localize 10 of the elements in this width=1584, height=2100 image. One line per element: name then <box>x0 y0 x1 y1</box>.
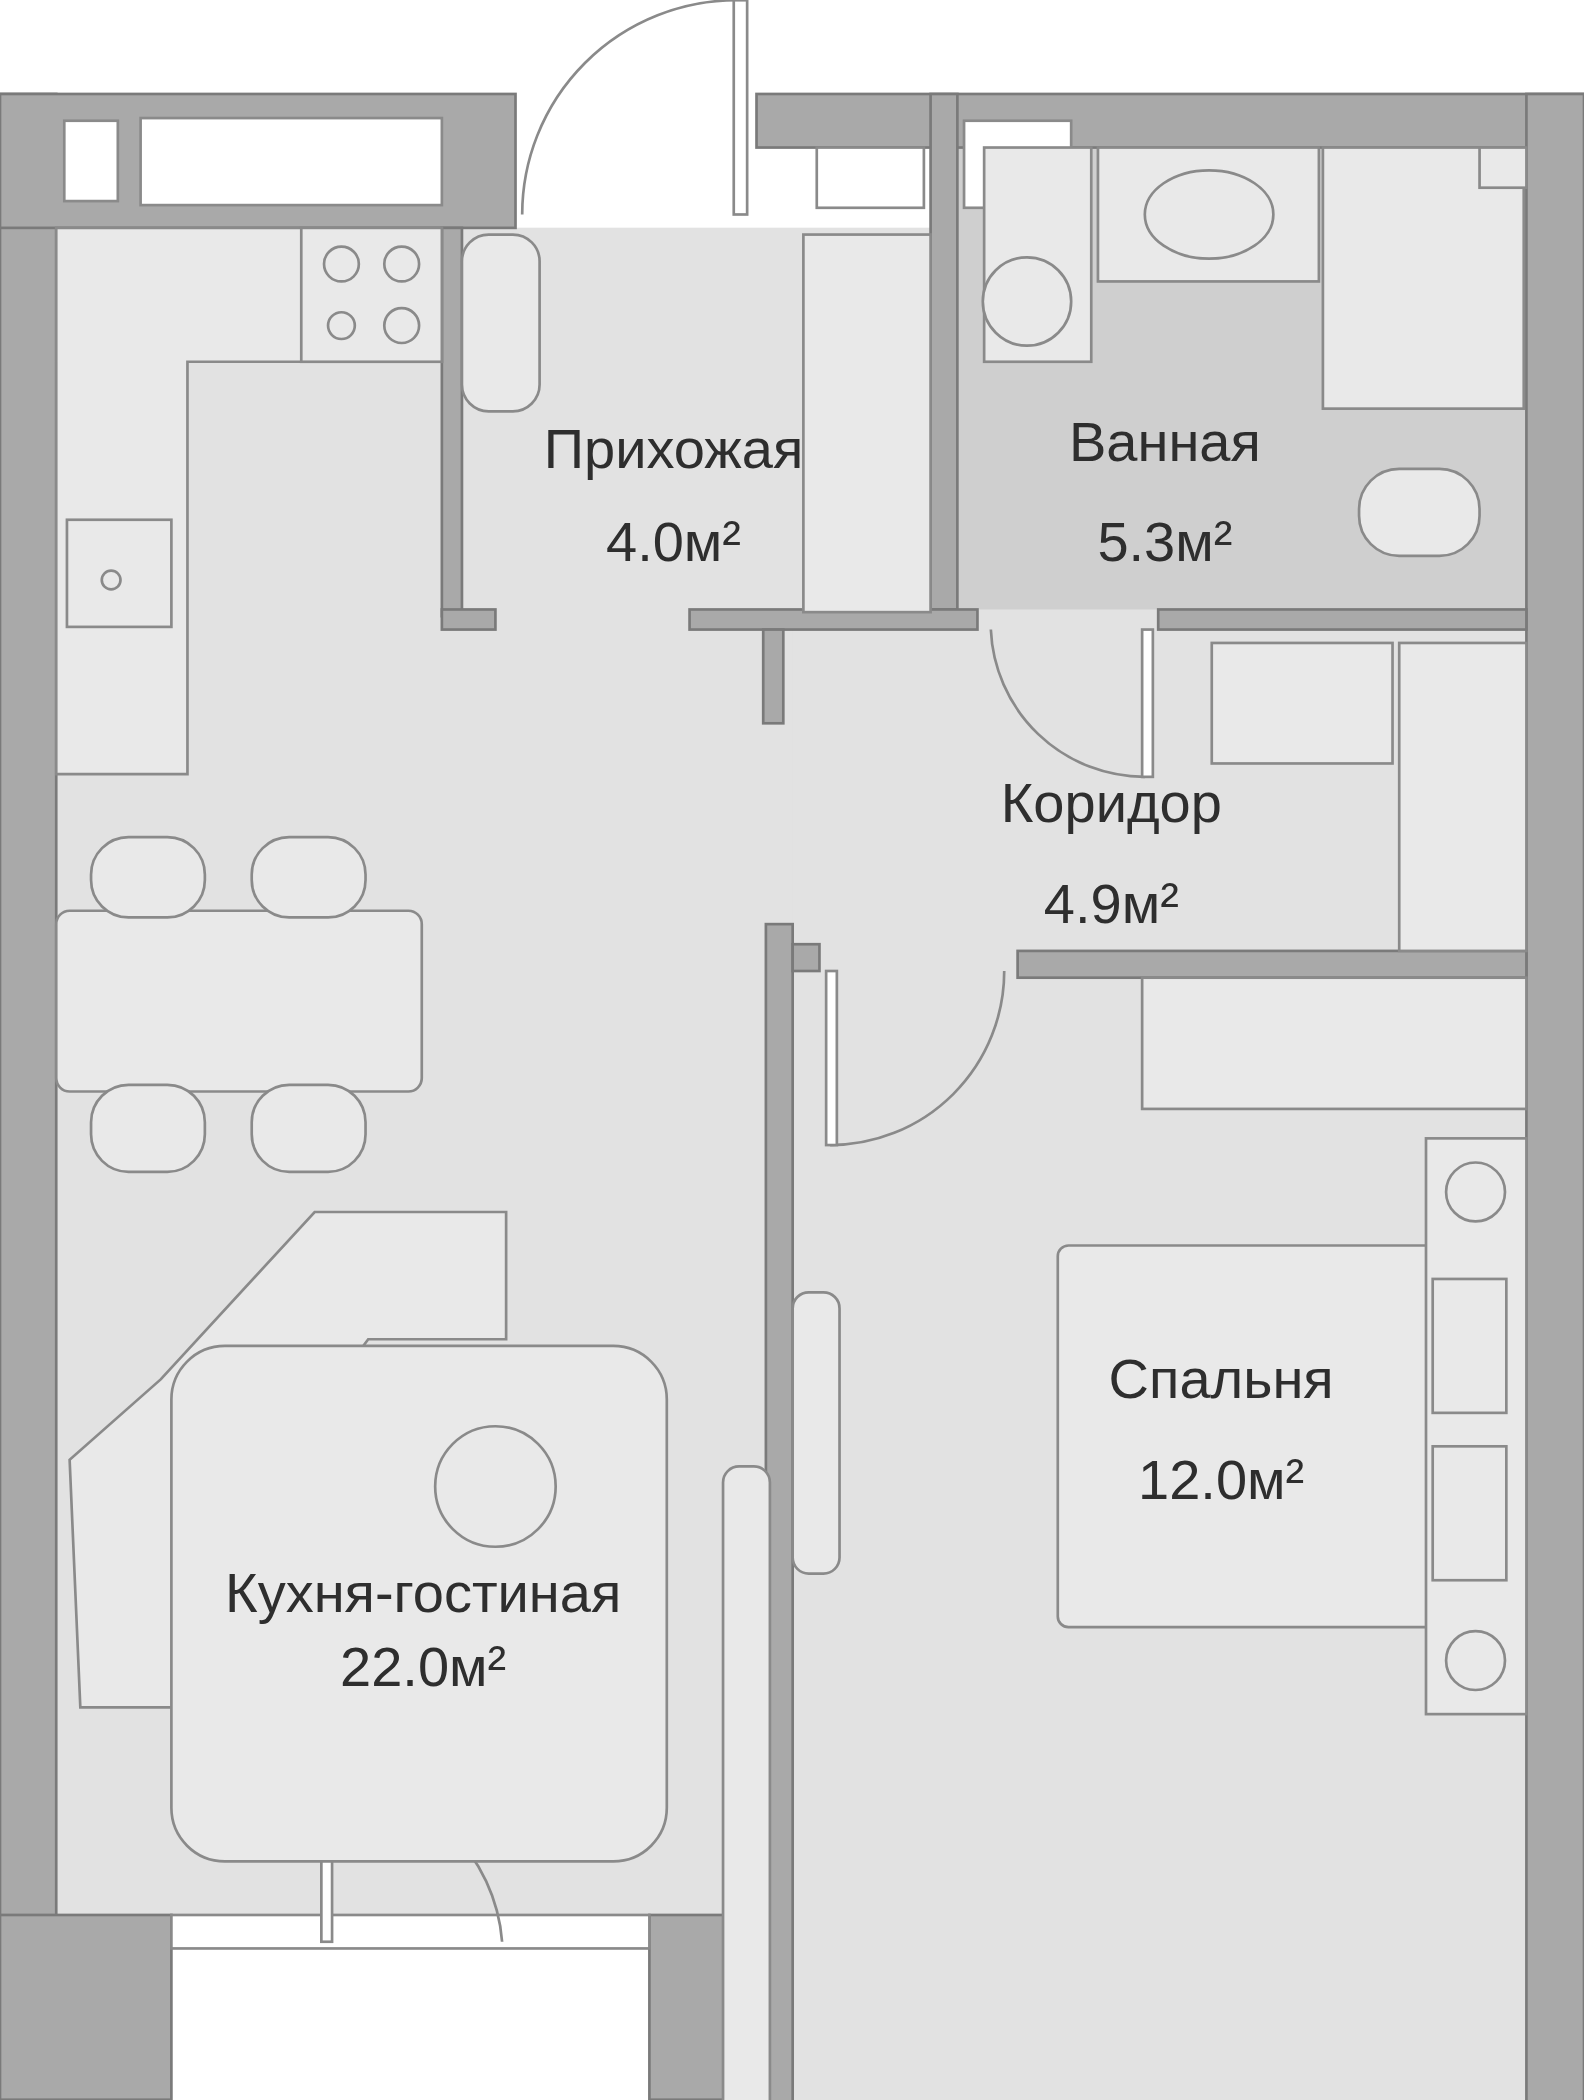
room-area: 22.0м² <box>340 1637 507 1697</box>
room-name: Спальня <box>1108 1349 1334 1410</box>
room-area: 12.0м² <box>1138 1449 1305 1510</box>
room-name: Коридор <box>1000 773 1222 834</box>
room-name: Кухня-гостиная <box>225 1563 622 1624</box>
room-area: 4.9м² <box>1043 873 1179 934</box>
room-name: Прихожая <box>543 418 804 479</box>
room-area: 4.0м² <box>606 512 741 573</box>
room-name: Ванная <box>1069 411 1261 472</box>
room-area: 5.3м² <box>1097 512 1233 573</box>
